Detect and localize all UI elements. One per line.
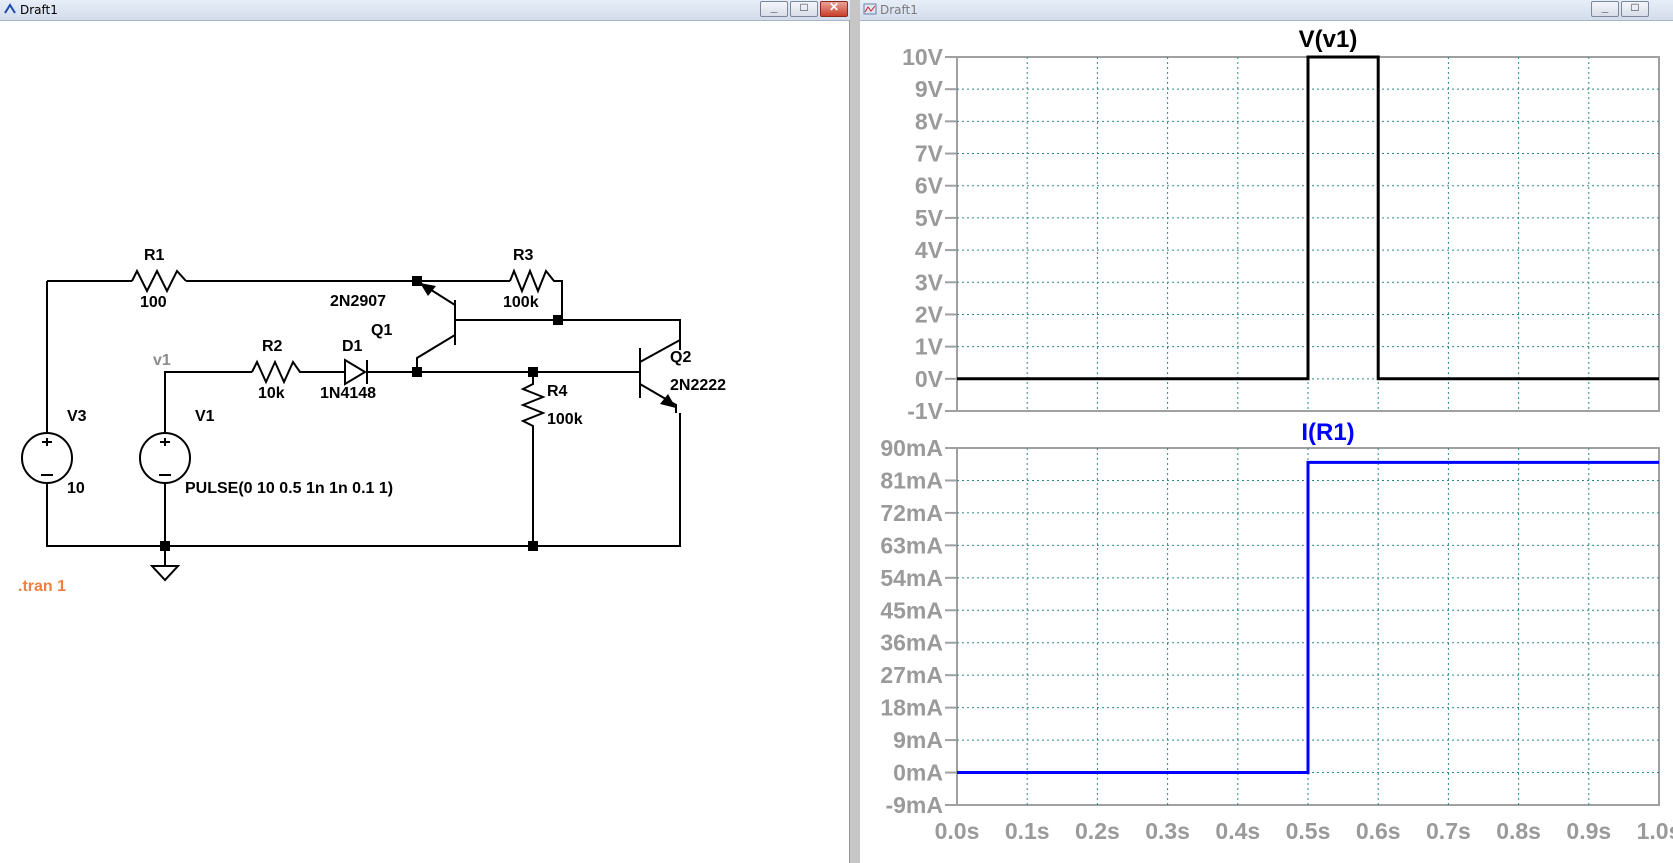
x-tick-label: 0.5s: [1286, 818, 1331, 844]
x-tick-label: 0.3s: [1145, 818, 1190, 844]
y-tick-label: 81mA: [880, 467, 943, 493]
trace-title[interactable]: I(R1): [1301, 419, 1354, 446]
transistor-q1-symbol: [416, 280, 681, 372]
junction-dot: [160, 541, 170, 551]
waveform-plot-area[interactable]: 10V 9V 8V 7V 6V 5V 4V 3V 2V 1V 0V -1V V(v1) 90mA 81mA 7…: [860, 20, 1673, 863]
junction-dot: [412, 367, 422, 377]
trace-V(v1): [957, 55, 1659, 381]
ground-symbol: [149, 546, 181, 582]
junction-dot: [528, 541, 538, 551]
r1-value: 100: [140, 294, 167, 311]
y-tick-label: 0mA: [893, 760, 943, 786]
resistor-r2-symbol: [251, 359, 305, 385]
schematic-window-title: Draft1: [20, 3, 58, 17]
junction-dot: [412, 276, 422, 286]
junction-dot: [553, 315, 563, 325]
r1-ref: R1: [144, 247, 165, 264]
y-tick-label: 63mA: [880, 532, 943, 558]
q1-arrow: [420, 283, 436, 296]
minimize-button[interactable]: _: [1591, 0, 1619, 17]
q2-value: 2N2222: [670, 377, 726, 394]
ltspice-schematic-icon: [4, 3, 16, 14]
y-tick-label: 9mA: [893, 727, 943, 753]
y-tick-label: 72mA: [880, 500, 943, 526]
y-tick-label: 36mA: [880, 630, 943, 656]
wire-top: [47, 280, 563, 320]
y-tick-label: 10V: [902, 44, 944, 70]
maximize-button[interactable]: □: [1621, 0, 1649, 17]
minimize-button[interactable]: _: [760, 0, 788, 17]
trace-title[interactable]: V(v1): [1299, 26, 1358, 53]
resistor-r1-symbol: [131, 268, 187, 294]
x-tick-label: 0.9s: [1566, 818, 1611, 844]
v1-ref: V1: [195, 408, 215, 425]
y-tick-label: 3V: [915, 269, 944, 295]
x-tick-label: 0.4s: [1215, 818, 1260, 844]
v3-value: 10: [67, 480, 85, 497]
waveform-window[interactable]: Draft1 _ □ 10V 9V 8V 7V 6V 5V 4V 3V 2V 1V 0V -1V V(v…: [860, 0, 1673, 863]
x-tick-label: 0.0s: [935, 818, 980, 844]
r2-ref: R2: [262, 338, 283, 355]
source-v1-polarity: [159, 438, 171, 476]
junction-dot: [528, 367, 538, 377]
v1-value: PULSE(0 10 0.5 1n 1n 0.1 1): [185, 480, 393, 497]
window-border: [849, 20, 850, 863]
y-tick-label: 4V: [915, 237, 944, 263]
maximize-button[interactable]: □: [790, 0, 818, 17]
y-tick-label: 1V: [915, 334, 944, 360]
resistor-r4-symbol: [520, 372, 546, 546]
y-tick-label: -9mA: [885, 792, 943, 818]
y-tick-label: 2V: [915, 301, 944, 327]
y-tick-label: 9V: [915, 76, 944, 102]
schematic-titlebar[interactable]: Draft1 _ □ ✕: [0, 0, 850, 21]
q1-ref: Q1: [371, 322, 392, 339]
waveform-window-title: Draft1: [880, 3, 918, 17]
trace-I(R1): [957, 460, 1659, 774]
y-tick-label: 54mA: [880, 565, 943, 591]
r4-ref: R4: [547, 383, 568, 400]
source-v1-symbol: [139, 432, 191, 484]
q2-ref: Q2: [670, 349, 691, 366]
wire-v3: [46, 281, 681, 547]
y-tick-label: 18mA: [880, 695, 943, 721]
x-tick-label: 1.0s: [1637, 818, 1673, 844]
x-tick-label: 0.2s: [1075, 818, 1120, 844]
v3-ref: V3: [67, 408, 87, 425]
y-tick-label: 27mA: [880, 662, 943, 688]
net-label-v1: v1: [153, 352, 171, 369]
y-tick-label: 0V: [915, 366, 944, 392]
d1-value: 1N4148: [320, 385, 376, 402]
waveform-titlebar[interactable]: Draft1 _ □: [860, 0, 1673, 21]
r3-ref: R3: [513, 247, 534, 264]
x-tick-label: 0.6s: [1356, 818, 1401, 844]
y-tick-label: 45mA: [880, 597, 943, 623]
q1-value: 2N2907: [330, 293, 386, 310]
schematic-canvas[interactable]: R1 100 R2 10k R3 100k R4 100k D1 1N4148 …: [0, 20, 850, 863]
x-tick-label: 0.7s: [1426, 818, 1471, 844]
y-tick-label: 8V: [915, 108, 944, 134]
r3-value: 100k: [503, 294, 539, 311]
wire-v1: [164, 371, 345, 432]
source-v3-polarity: [41, 438, 53, 476]
source-v3-symbol: [21, 432, 73, 484]
schematic-window[interactable]: Draft1 _ □ ✕: [0, 0, 850, 863]
diode-d1-symbol: [344, 358, 367, 386]
d1-ref: D1: [342, 338, 363, 355]
y-tick-label: -1V: [907, 398, 943, 424]
r4-value: 100k: [547, 411, 583, 428]
resistor-r3-symbol: [509, 268, 558, 294]
q2-arrow: [660, 394, 676, 408]
waveform-viewer-icon: [863, 3, 877, 15]
diode-d1-cathode: [366, 360, 417, 384]
x-tick-label: 0.8s: [1496, 818, 1541, 844]
tran-directive[interactable]: .tran 1: [18, 578, 66, 595]
y-tick-label: 5V: [915, 205, 944, 231]
transistor-q2-symbol: [639, 339, 681, 413]
y-tick-label: 6V: [915, 173, 944, 199]
r2-value: 10k: [258, 385, 285, 402]
close-button[interactable]: ✕: [820, 0, 848, 17]
y-tick-label: 90mA: [880, 435, 943, 461]
y-tick-label: 7V: [915, 141, 944, 167]
x-tick-label: 0.1s: [1005, 818, 1050, 844]
